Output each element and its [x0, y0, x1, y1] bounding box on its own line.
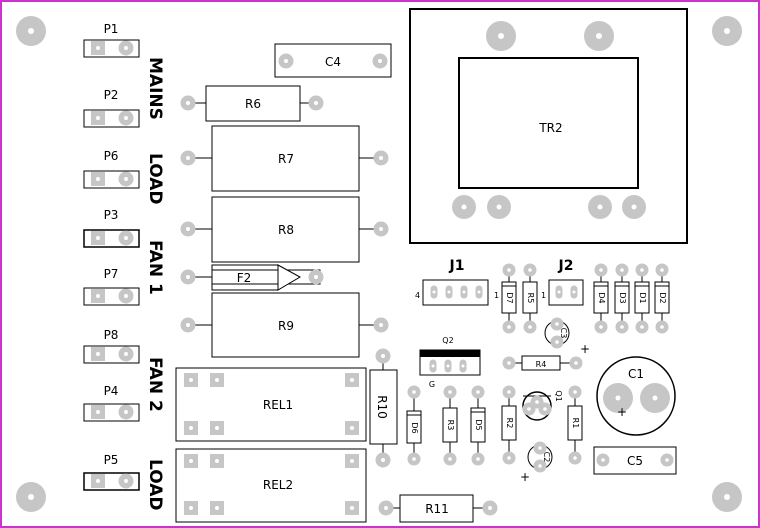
resistor-r7: R7: [180, 125, 389, 192]
mounting-hole: [712, 482, 742, 512]
label-r8: R8: [278, 223, 294, 237]
resistor-r4: R4: [502, 355, 583, 371]
label-d6: D6: [410, 422, 419, 433]
plus-mark-c1: +: [617, 405, 627, 419]
label-tr2: TR2: [538, 121, 562, 135]
transformer-tr2: TR2: [409, 8, 688, 244]
capacitor-c1: C1 +: [596, 356, 676, 436]
capacitor-c3: C3 +: [544, 317, 590, 356]
side-label-load-bottom: LOAD: [145, 459, 165, 511]
diode-d7: D7: [501, 263, 517, 334]
capacitor-c2: C2 +: [520, 441, 553, 484]
pin-mark-j1-4: 4: [415, 291, 420, 300]
label-d2: D2: [658, 292, 667, 303]
label-c3: C3: [559, 328, 568, 339]
capacitor-c4: C4: [274, 43, 392, 78]
label-j1: J1: [449, 258, 465, 274]
label-d3: D3: [618, 292, 627, 303]
label-rel2: REL2: [263, 478, 293, 492]
side-label-load-top: LOAD: [145, 153, 165, 205]
label-d4: D4: [597, 292, 606, 303]
side-label-mains: MAINS: [145, 57, 165, 120]
diode-d4: D4: [593, 263, 609, 334]
connector-j2: J2 1: [541, 258, 584, 306]
transistor-q1: Q1: [522, 390, 563, 421]
label-p1: P1: [104, 22, 119, 36]
pin-mark-j2-1: 1: [541, 291, 546, 300]
diode-d1: D1: [634, 263, 650, 334]
connector-p3: P3: [83, 208, 140, 248]
resistor-r8: R8: [180, 196, 389, 263]
label-c1: C1: [628, 367, 644, 381]
label-q2: Q2: [442, 336, 453, 345]
resistor-r11: R11: [378, 494, 498, 523]
resistor-r5: R5: [522, 263, 538, 334]
connector-p6: P6: [83, 149, 140, 189]
label-r3: R3: [446, 420, 455, 431]
plus-mark-c2: +: [520, 470, 530, 484]
label-p4: P4: [104, 384, 119, 398]
label-r9: R9: [278, 319, 294, 333]
connector-p4: P4: [83, 384, 140, 422]
label-rel1: REL1: [263, 398, 293, 412]
label-g: G: [429, 380, 435, 389]
mounting-hole: [712, 16, 742, 46]
label-r5: R5: [526, 293, 535, 304]
connector-p5: P5: [83, 453, 140, 491]
diode-d3: D3: [614, 263, 630, 334]
plus-mark-c3: +: [580, 342, 590, 356]
label-p5: P5: [104, 453, 119, 467]
label-r6: R6: [245, 97, 261, 111]
label-f2: F2: [237, 271, 252, 285]
pin-mark-j1-1: 1: [494, 291, 499, 300]
fuse-f2: F2: [180, 264, 324, 291]
connector-j1: J1 4 1: [415, 258, 499, 306]
resistor-r10: R10: [369, 348, 398, 468]
mounting-hole: [16, 16, 46, 46]
relay-rel2: REL2: [175, 448, 367, 523]
label-r1: R1: [571, 418, 580, 429]
resistor-r2: R2: [501, 385, 517, 465]
connector-p7: P7: [83, 267, 140, 306]
label-r4: R4: [536, 360, 547, 369]
side-label-fan2: FAN 2: [145, 357, 165, 412]
label-r11: R11: [425, 502, 449, 516]
label-j2: J2: [558, 258, 574, 274]
label-q1: Q1: [554, 390, 563, 401]
label-p3: P3: [104, 208, 119, 222]
connector-p2: P2: [83, 88, 140, 128]
connector-p8: P8: [83, 328, 140, 364]
label-c5: C5: [627, 454, 643, 468]
diode-d5: D5: [470, 385, 486, 466]
resistor-r3: R3: [442, 385, 458, 466]
capacitor-c5: C5: [593, 446, 677, 475]
label-d7: D7: [505, 292, 514, 303]
label-p7: P7: [104, 267, 119, 281]
label-p6: P6: [104, 149, 119, 163]
label-r7: R7: [278, 152, 294, 166]
label-p8: P8: [104, 328, 119, 342]
diode-d6: D6: [406, 385, 422, 466]
label-r10: R10: [375, 395, 389, 419]
transistor-q2: Q2 G: [419, 336, 481, 389]
label-d1: D1: [638, 292, 647, 303]
relay-rel1: REL1: [175, 367, 367, 442]
label-c2: C2: [542, 452, 551, 463]
mounting-hole: [16, 482, 46, 512]
label-r2: R2: [505, 418, 514, 429]
label-p2: P2: [104, 88, 119, 102]
side-label-fan1: FAN 1: [145, 240, 165, 295]
diode-d2: D2: [654, 263, 670, 334]
resistor-r6: R6: [180, 85, 324, 122]
label-c4: C4: [325, 55, 341, 69]
label-d5: D5: [474, 419, 483, 430]
connector-p1: P1: [83, 22, 140, 58]
resistor-r9: R9: [180, 292, 389, 358]
resistor-r1: R1: [567, 385, 583, 465]
